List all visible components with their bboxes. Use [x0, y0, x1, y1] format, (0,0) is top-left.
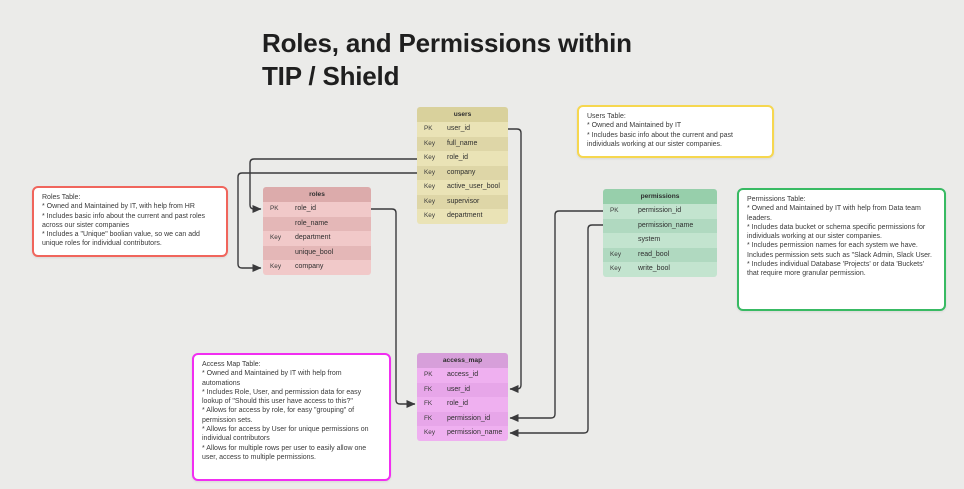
table-row: unique_bool	[263, 245, 371, 260]
table-row: PK user_id	[417, 122, 508, 137]
table-row: PK permission_id	[603, 204, 717, 219]
field-key: Key	[270, 263, 282, 270]
field-key: PK	[610, 207, 619, 214]
note-title: Access Map Table:	[202, 361, 261, 368]
field-key: Key	[424, 183, 436, 190]
field-key: PK	[270, 205, 279, 212]
note-title: Users Table:	[587, 113, 626, 120]
table-row: permission_name	[603, 218, 717, 233]
table-row: Key write_bool	[603, 262, 717, 277]
field-name: active_user_bool	[447, 183, 500, 190]
table-permissions-name: permissions	[603, 189, 717, 204]
note-body: * Owned and Maintained by IT with help f…	[202, 370, 369, 461]
note-body: * Owned and Maintained by IT with help f…	[747, 205, 932, 278]
field-name: department	[447, 212, 483, 219]
field-name: permission_name	[447, 429, 503, 436]
table-access-map[interactable]: access_map PK access_id FK user_id FK role_…	[417, 353, 508, 441]
field-name: role_id	[295, 205, 317, 212]
table-row: Key company	[263, 260, 371, 275]
field-name: write_bool	[638, 265, 670, 272]
table-row: Key company	[417, 165, 508, 180]
field-name: user_id	[447, 125, 470, 132]
table-row: Key role_id	[417, 151, 508, 166]
table-row: FK user_id	[417, 382, 508, 397]
table-users-name: users	[417, 107, 508, 122]
connector-users-roleid-to-roles-roleid[interactable]	[249, 158, 417, 213]
field-key: Key	[424, 168, 436, 176]
field-name: company	[447, 168, 476, 176]
field-name: department	[295, 234, 331, 241]
connector-permissions-permissionname-to-accessmap-permissionname[interactable]	[509, 224, 603, 437]
field-name: permission_name	[638, 221, 694, 229]
field-key: FK	[424, 400, 433, 407]
connector-permissions-permissionid-to-accessmap-permissionid[interactable]	[509, 210, 603, 422]
table-row: Key department	[263, 231, 371, 246]
field-name: role_id	[447, 400, 469, 407]
field-name: read_bool	[638, 250, 670, 258]
table-row: FK permission_id	[417, 411, 508, 426]
field-name: system	[638, 236, 661, 243]
field-key: Key	[610, 250, 622, 258]
note-users-table[interactable]: Users Table: * Owned and Maintained by I…	[577, 105, 774, 158]
field-key: Key	[424, 154, 436, 161]
table-row: Key permission_name	[417, 426, 508, 441]
field-key: FK	[424, 385, 433, 393]
field-key: Key	[424, 212, 436, 219]
field-key: PK	[424, 125, 433, 132]
field-name: supervisor	[447, 197, 480, 205]
field-name: full_name	[447, 139, 478, 147]
field-name: permission_id	[638, 207, 682, 214]
note-access-map-table[interactable]: Access Map Table: * Owned and Maintained…	[192, 353, 391, 481]
connector-users-userid-to-accessmap-userid[interactable]	[508, 128, 522, 393]
field-key: Key	[424, 139, 436, 147]
note-body: * Owned and Maintained by IT, with help …	[42, 203, 206, 248]
connector-roles-roleid-to-accessmap-roleid[interactable]	[371, 208, 416, 408]
field-name: role_name	[295, 219, 329, 227]
field-key: Key	[610, 265, 622, 272]
table-row: PK access_id	[417, 368, 508, 383]
note-body: * Owned and Maintained by IT * Includes …	[587, 122, 733, 148]
table-row: system	[603, 233, 717, 248]
table-row: Key department	[417, 209, 508, 224]
note-roles-table[interactable]: Roles Table: * Owned and Maintained by I…	[32, 186, 228, 257]
field-key: PK	[424, 371, 433, 378]
table-row: Key active_user_bool	[417, 180, 508, 195]
page-title[interactable]: Roles, and Permissions within TIP / Shie…	[262, 28, 632, 91]
field-name: permission_id	[447, 414, 491, 422]
table-row: FK role_id	[417, 397, 508, 412]
note-title: Roles Table:	[42, 194, 81, 201]
table-row: role_name	[263, 216, 371, 231]
field-name: user_id	[447, 385, 470, 393]
field-key: Key	[270, 234, 282, 241]
table-roles-name: roles	[263, 187, 371, 202]
table-row: Key supervisor	[417, 194, 508, 209]
field-name: unique_bool	[295, 248, 334, 256]
field-name: company	[295, 263, 324, 270]
field-name: access_id	[447, 371, 479, 378]
table-row: Key read_bool	[603, 247, 717, 262]
table-permissions[interactable]: permissions PK permission_id permission_n…	[603, 189, 717, 277]
table-access-map-name: access_map	[417, 353, 508, 368]
field-name: role_id	[447, 154, 469, 161]
note-permissions-table[interactable]: Permissions Table: * Owned and Maintaine…	[737, 188, 946, 311]
field-key: FK	[424, 414, 433, 422]
field-key: Key	[424, 429, 436, 436]
table-row: Key full_name	[417, 136, 508, 151]
note-title: Permissions Table:	[747, 196, 806, 203]
table-row: PK role_id	[263, 202, 371, 217]
field-key: Key	[424, 197, 436, 205]
connector-users-company-to-roles-company[interactable]	[237, 172, 417, 272]
